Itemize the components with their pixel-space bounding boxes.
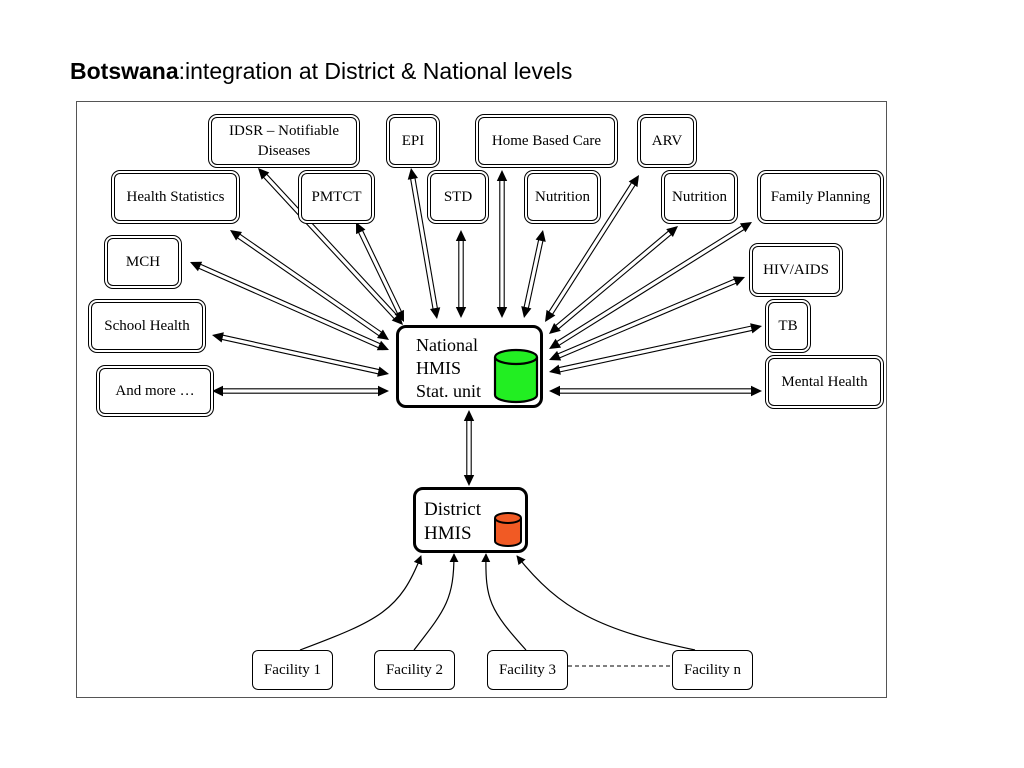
link-tb	[549, 323, 762, 375]
link-arv	[545, 175, 639, 322]
link-idsr	[258, 168, 403, 325]
facility-links	[299, 553, 696, 667]
facility-3-label: Facility 3	[498, 661, 557, 678]
program-nutrition-1: Nutrition	[527, 173, 598, 221]
district-hmis-label: District HMIS	[424, 498, 481, 546]
national-line-2: HMIS	[416, 358, 462, 378]
program-mental-health-label: Mental Health	[781, 374, 868, 390]
facility-2: Facility 2	[374, 650, 455, 690]
link-facility-n	[516, 555, 696, 651]
program-health-statistics-label: Health Statistics	[126, 189, 225, 205]
program-pmtct: PMTCT	[301, 173, 372, 221]
link-facility-1	[299, 555, 423, 651]
program-family-planning: Family Planning	[760, 173, 881, 221]
link-hiv	[549, 276, 745, 361]
program-health-statistics: Health Statistics	[114, 173, 237, 221]
national-line-3: Stat. unit	[416, 381, 482, 401]
facility-n: Facility n	[672, 650, 753, 690]
facility-1: Facility 1	[252, 650, 333, 690]
program-mch: MCH	[107, 238, 179, 286]
program-hiv-aids-label: HIV/AIDS	[763, 262, 829, 278]
link-std	[455, 230, 467, 318]
double-arrows	[190, 168, 762, 486]
program-epi-label: EPI	[401, 133, 425, 149]
program-epi: EPI	[389, 117, 437, 165]
program-tb-label: TB	[778, 318, 798, 334]
program-school-health: School Health	[91, 302, 203, 350]
program-std-label: STD	[443, 189, 473, 205]
facility-3: Facility 3	[487, 650, 568, 690]
program-school-health-label: School Health	[104, 318, 190, 334]
program-arv: ARV	[640, 117, 694, 165]
link-facility-3	[481, 553, 527, 651]
program-tb: TB	[768, 302, 808, 350]
national-line-1: National	[416, 335, 478, 355]
program-family-planning-label: Family Planning	[770, 189, 871, 205]
title-country: Botswana	[70, 58, 179, 84]
program-mental-health: Mental Health	[768, 358, 881, 406]
program-home-based-care: Home Based Care	[478, 117, 615, 165]
link-mental	[549, 385, 762, 397]
program-and-more: And more …	[99, 368, 211, 414]
district-database-icon	[494, 512, 522, 547]
link-nut1	[521, 230, 546, 318]
link-hstat	[230, 230, 389, 340]
program-nutrition-2-label: Nutrition	[672, 189, 727, 205]
link-mch	[190, 261, 389, 351]
district-hmis-node: District HMIS	[413, 487, 528, 553]
program-idsr: IDSR – Notifiable Diseases	[211, 117, 357, 165]
program-idsr-label: IDSR – Notifiable Diseases	[229, 123, 339, 159]
facility-1-label: Facility 1	[263, 661, 322, 678]
program-home-based-care-label: Home Based Care	[491, 133, 602, 149]
link-more	[212, 385, 389, 397]
link-nut2	[549, 226, 678, 334]
program-hiv-aids: HIV/AIDS	[752, 246, 840, 294]
page-title: Botswana:integration at District & Natio…	[70, 58, 572, 85]
diagram-frame	[76, 101, 887, 698]
program-nutrition-1-label: Nutrition	[535, 189, 590, 205]
program-mch-label: MCH	[125, 254, 161, 270]
national-hmis-label: National HMIS Stat. unit	[416, 334, 481, 403]
link-school	[212, 332, 389, 377]
facility-n-label: Facility n	[683, 661, 742, 678]
program-std: STD	[430, 173, 486, 221]
program-pmtct-label: PMTCT	[311, 189, 362, 205]
program-nutrition-2: Nutrition	[664, 173, 735, 221]
link-facility-2	[413, 553, 459, 651]
facility-2-label: Facility 2	[385, 661, 444, 678]
program-arv-label: ARV	[651, 133, 683, 149]
link-pmtct	[356, 222, 404, 322]
title-subtitle: :integration at District & National leve…	[178, 58, 573, 84]
link-hbc	[496, 170, 508, 318]
district-line-1: District	[424, 499, 481, 520]
district-line-2: HMIS	[424, 523, 472, 544]
link-epi	[407, 168, 441, 319]
program-and-more-label: And more …	[115, 383, 195, 399]
national-database-icon	[493, 348, 539, 404]
national-hmis-node: National HMIS Stat. unit	[396, 325, 543, 408]
link-fp	[549, 222, 752, 349]
link-hub	[463, 410, 475, 486]
